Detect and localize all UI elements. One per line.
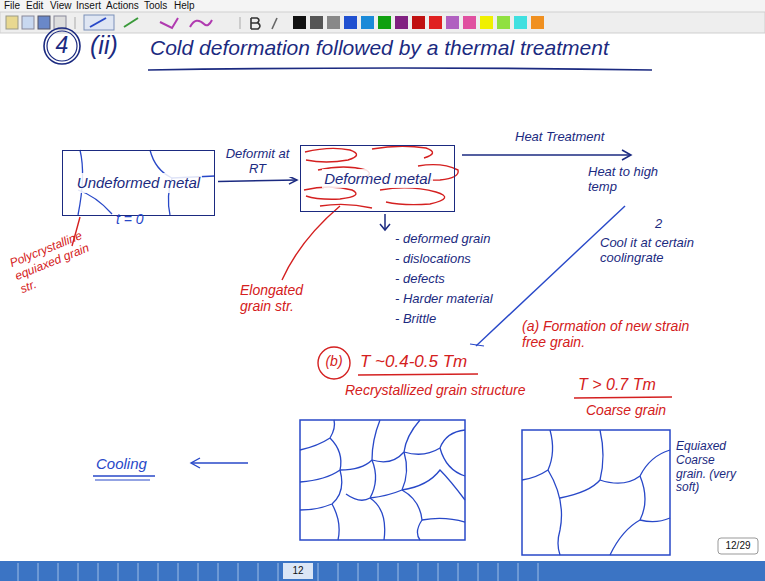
underline [93,475,155,476]
leader-line [282,206,340,280]
title-underline [148,68,652,70]
annotation-note: Elongated grain str. [240,282,302,314]
menu-item: Edit [26,0,43,12]
toolbar-icons [6,15,544,30]
box-text: Undeformed metal [75,173,202,193]
subsection-number: (ii) [90,31,118,60]
menu-bar [0,0,765,12]
annotation-note: Polycrystalline equiaxed grain str. [8,221,114,296]
result-note: Coarse grain [586,402,666,418]
edge-label: Deformit at RT [223,147,293,177]
underline [574,397,672,398]
menu-item: View [50,0,72,12]
menu-item: Help [174,0,195,12]
toolbar [0,12,765,33]
step-number: 2 [655,217,662,232]
step-note: Heat to high temp [588,165,666,195]
result-note: Recrystallized grain structure [345,382,526,398]
arrow-head [380,224,390,230]
arrow-head [191,458,200,468]
number-circle [47,31,77,61]
current-page-tab [283,563,313,579]
connector-line [218,180,297,181]
process-note: Cooling [96,455,147,472]
menu-item: Actions [106,0,139,12]
step-note: Cool it at certain coolingrate [600,236,696,266]
heat-treatment-arrow [462,154,630,156]
down-arrow [384,214,386,229]
temperature-note: T ~0.4-0.5 Tm [360,352,467,372]
metal-box: Deformed metal [300,145,455,212]
slide-title: Cold deformation followed by a thermal t… [150,36,609,60]
page-tab-bar [0,561,765,581]
pointer-tick [470,344,484,346]
grain-boundaries [522,430,670,555]
page-tab-number: 12 [290,565,306,577]
property-item: - deformed grain [395,232,490,247]
structure-note: Equiaxed Coarse grain. (very soft) [676,440,742,495]
label-circle [318,347,350,379]
case-note: (a) Formation of new strain free grain. [522,318,700,350]
elongated-grains [304,146,458,208]
menu-item: File [4,0,20,12]
menu-item: Insert [76,0,101,12]
arrow-head [622,150,631,160]
grain-boundaries [300,420,465,540]
underline [358,374,478,375]
property-item: - dislocations [395,252,471,267]
section-number: 4 [52,32,72,58]
property-item: - Brittle [395,312,436,327]
property-item: - defects [395,272,445,287]
coarse-grain-structure [522,430,670,555]
temperature-note: T > 0.7 Tm [578,376,656,394]
case-marker: (b) [322,353,346,369]
page-tab-dividers [18,563,538,581]
arrow-label: Heat Treatment [515,130,604,145]
menu-item: Tools [144,0,167,12]
underline [95,479,150,480]
metal-box: Undeformed metal [62,150,215,216]
time-note: t = 0 [116,211,144,227]
page-counter-box [718,538,758,554]
cooling-arrow [192,462,248,463]
page-counter: 12/29 [722,540,754,552]
box-text: Deformed metal [322,169,433,189]
recrystallized-structure [300,420,465,540]
property-item: - Harder material [395,292,493,307]
arrow-head [289,176,297,184]
number-circle [44,28,80,64]
deform-arrow [218,176,297,184]
